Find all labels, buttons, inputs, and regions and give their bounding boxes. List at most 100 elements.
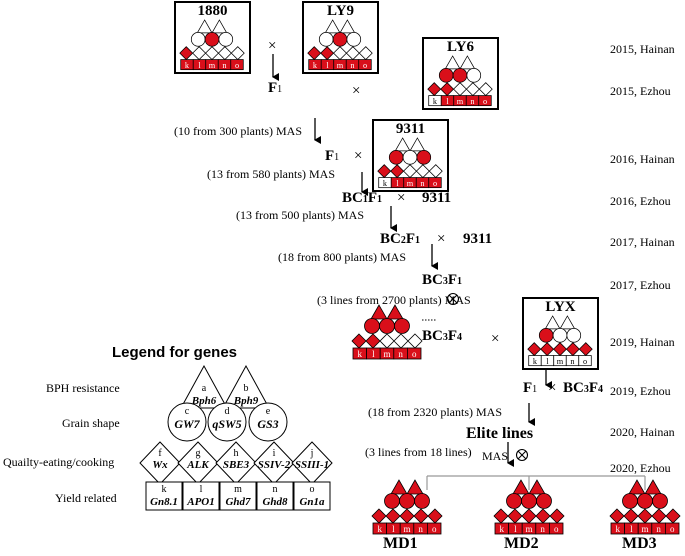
gene-name: GS3 xyxy=(257,417,278,431)
gen-f1-2016: F1 xyxy=(325,148,340,164)
quality-marker xyxy=(377,164,392,179)
quality-marker xyxy=(415,164,430,179)
gen-elite-lines: Elite lines xyxy=(466,425,534,442)
yield-letter: l xyxy=(392,524,395,534)
yield-letter: o xyxy=(670,524,675,534)
gene-name: Gn1a xyxy=(299,496,325,508)
grain-marker xyxy=(399,493,415,509)
quality-marker xyxy=(493,508,509,524)
grain-marker xyxy=(388,150,404,165)
gene-letter: j xyxy=(310,448,314,459)
cross-symbol: × xyxy=(491,331,500,347)
year-location: 2019, Hainan xyxy=(610,335,675,349)
year-location: 2015, Ezhou xyxy=(610,84,671,98)
gene-name: ALK xyxy=(186,459,209,471)
quality-marker xyxy=(413,508,429,524)
yield-letter: l xyxy=(396,179,399,188)
yield-letter: l xyxy=(546,357,549,366)
bph-marker xyxy=(544,315,561,330)
parent-name: LY6 xyxy=(447,39,474,55)
gene-letter: d xyxy=(225,406,230,417)
gen-f1-2015: F1 xyxy=(268,80,283,96)
quality-marker xyxy=(535,508,551,524)
product-md1: MD1 xyxy=(383,535,418,552)
yield-marker xyxy=(428,177,442,189)
bph-marker xyxy=(644,479,662,495)
cross-symbol: × xyxy=(354,148,363,164)
quality-marker xyxy=(565,342,580,357)
yield-letter: o xyxy=(432,524,437,534)
gene-letter: c xyxy=(185,406,190,417)
grain-marker xyxy=(521,493,537,509)
gene-legend: a b c d e f g h i j k l m n o Bph6 Bph9 … xyxy=(139,364,333,511)
gene-name: GW7 xyxy=(174,417,200,431)
yield-letter: l xyxy=(198,61,201,70)
grain-marker xyxy=(438,68,454,83)
year-location: 2016, Hainan xyxy=(610,152,675,166)
yield-letter: m xyxy=(209,61,216,70)
gene-letter: g xyxy=(196,448,201,459)
quality-marker xyxy=(453,82,467,97)
gene-name: Ghd8 xyxy=(262,496,288,508)
gen-bc2f1: BC2F1 xyxy=(380,231,421,247)
quality-marker xyxy=(478,82,493,97)
grain-marker xyxy=(622,493,638,509)
quality-marker xyxy=(427,82,442,97)
gene-letter: i xyxy=(273,448,276,459)
bph-marker xyxy=(394,137,411,152)
legend-row-quality: Quailty-eating/cooking xyxy=(3,455,115,469)
yield-letter: o xyxy=(554,524,559,534)
gen-9311-b: 9311 xyxy=(463,231,493,247)
yield-letter: n xyxy=(540,524,545,534)
selection-note: (13 from 500 plants) MAS xyxy=(236,208,364,222)
yield-letter: m xyxy=(525,524,532,534)
grain-marker xyxy=(637,493,653,509)
yield-letter: k xyxy=(500,524,505,534)
quality-marker xyxy=(320,46,335,61)
gene-name: Bph9 xyxy=(233,395,259,407)
bph-marker xyxy=(459,55,476,70)
grain-marker xyxy=(506,493,522,509)
gene-name: SSIII-1 xyxy=(295,459,329,471)
selfing-symbol xyxy=(446,292,529,462)
grain-marker xyxy=(416,150,432,165)
year-location: 2020, Hainan xyxy=(610,425,675,439)
parent-name: LY9 xyxy=(327,3,354,19)
yield-letter: m xyxy=(407,179,414,188)
quality-marker xyxy=(527,342,542,357)
gene-name: Gn8.1 xyxy=(150,496,178,508)
yield-letter: k xyxy=(433,97,438,106)
quality-marker xyxy=(428,164,443,179)
cross-symbol: × xyxy=(437,231,446,247)
grain-marker xyxy=(364,318,380,334)
legend-row-grain: Grain shape xyxy=(62,416,120,430)
gen-bc1f1: BC1F1 xyxy=(342,190,383,206)
gene-letter: h xyxy=(234,448,239,459)
bph-marker xyxy=(324,19,341,34)
bph-marker xyxy=(370,304,388,320)
quality-marker xyxy=(217,46,232,61)
quality-marker xyxy=(393,333,409,349)
selection-note: MAS xyxy=(482,449,509,463)
selection-note: (18 from 800 plants) MAS xyxy=(278,250,406,264)
quality-marker xyxy=(399,508,415,524)
yield-letter: k xyxy=(378,524,383,534)
yield-marker xyxy=(665,522,680,535)
gene-name: qSW5 xyxy=(212,417,241,431)
bph-marker xyxy=(386,304,404,320)
yield-letter: k xyxy=(616,524,621,534)
yield-letter: n xyxy=(470,97,474,106)
bph-marker xyxy=(512,479,530,495)
yield-letter: n xyxy=(418,524,423,534)
quality-marker xyxy=(427,508,443,524)
yield-marker xyxy=(358,59,372,71)
gen-9311-a: 9311 xyxy=(422,190,452,206)
selection-note: (3 lines from 18 lines) xyxy=(365,445,472,459)
yield-letter: m xyxy=(641,524,648,534)
